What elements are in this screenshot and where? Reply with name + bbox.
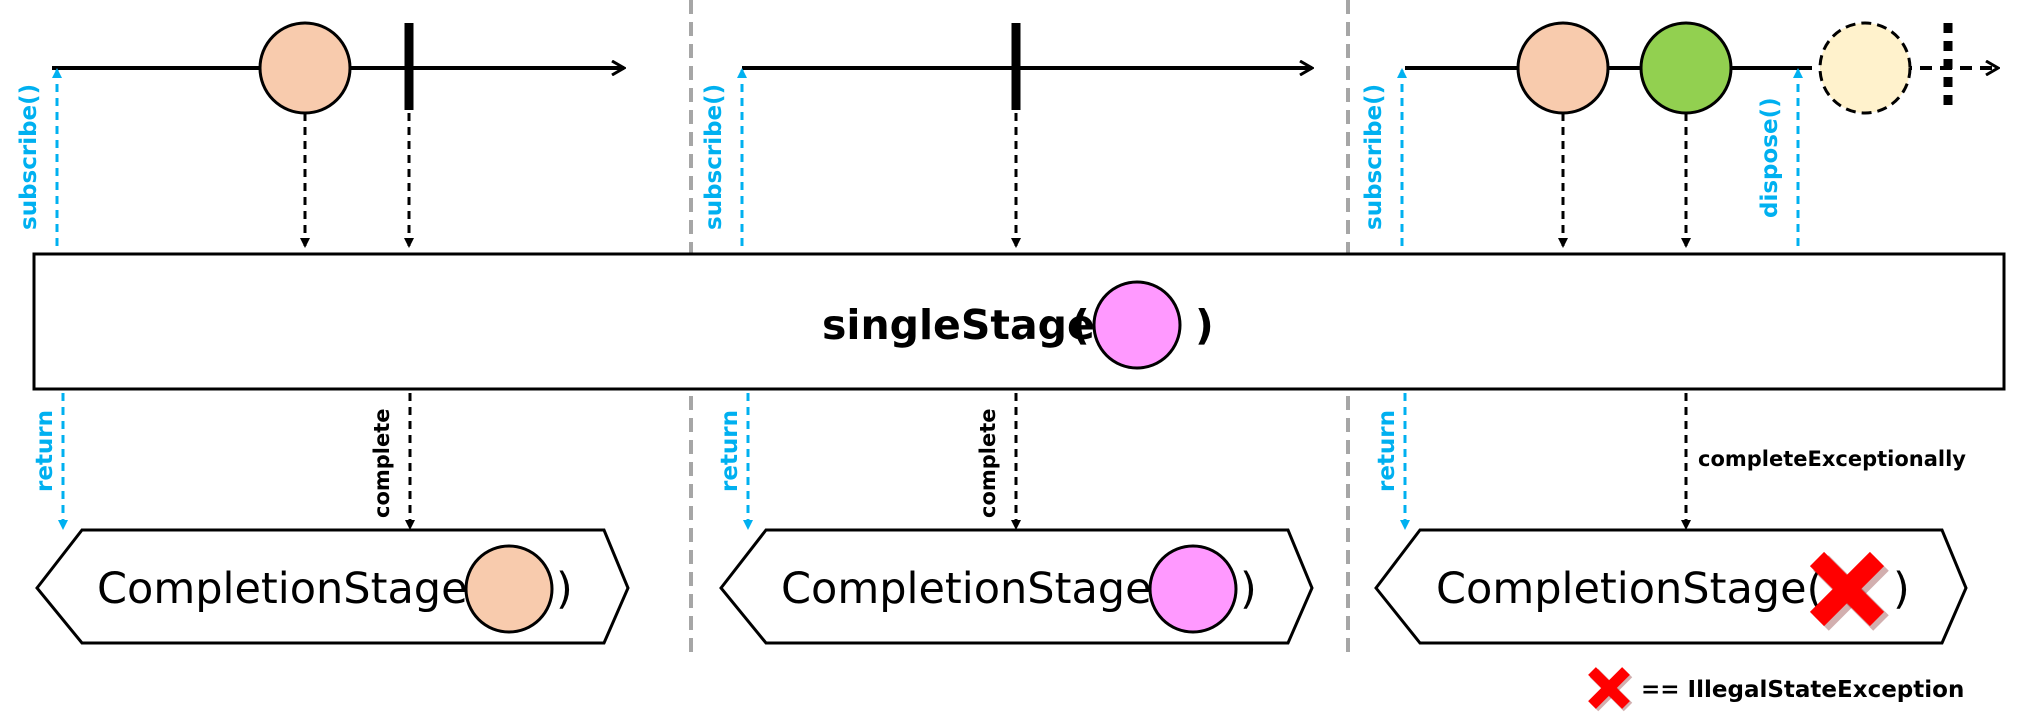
return-label: return	[717, 410, 743, 492]
source-item	[1639, 21, 1733, 115]
panel-2: subscribe() return complete CompletionSt…	[701, 23, 1312, 645]
panel-1: subscribe() return complete CompletionSt…	[16, 21, 630, 645]
source-item	[1516, 21, 1610, 115]
completion-stage-close: )	[1240, 564, 1257, 614]
operator-default-item	[1092, 280, 1182, 370]
error-x-icon	[1809, 551, 1889, 631]
return-label: return	[32, 410, 58, 492]
subscribe-label: subscribe()	[16, 84, 42, 230]
legend: == IllegalStateException	[1588, 667, 1964, 712]
completion-stage-label: CompletionStage(	[97, 564, 484, 614]
result-label: completeExceptionally	[1698, 447, 1966, 471]
source-item	[258, 21, 352, 115]
result-label: complete	[370, 408, 394, 518]
completion-stage-close: )	[556, 564, 573, 614]
operator-open-paren: (	[1071, 301, 1090, 349]
legend-text: == IllegalStateException	[1641, 677, 1964, 703]
error-x-icon	[1588, 667, 1633, 712]
operator-name: singleStage	[822, 301, 1095, 349]
panel-3: subscribe() dispose() return completeExc…	[1361, 21, 1998, 645]
operator-close-paren: )	[1195, 301, 1214, 349]
cancelled-item	[1818, 21, 1912, 115]
completion-stage-label: CompletionStage(	[781, 564, 1168, 614]
result-label: complete	[976, 408, 1000, 518]
dispose-label: dispose()	[1757, 97, 1783, 218]
subscribe-label: subscribe()	[701, 84, 727, 230]
stage-value-item	[464, 544, 554, 634]
completion-stage-label: CompletionStage(	[1436, 564, 1823, 614]
completion-stage-close: )	[1893, 564, 1910, 614]
operator-box	[32, 252, 2006, 391]
stage-value-item	[1148, 544, 1238, 634]
subscribe-label: subscribe()	[1361, 84, 1387, 230]
return-label: return	[1374, 410, 1400, 492]
